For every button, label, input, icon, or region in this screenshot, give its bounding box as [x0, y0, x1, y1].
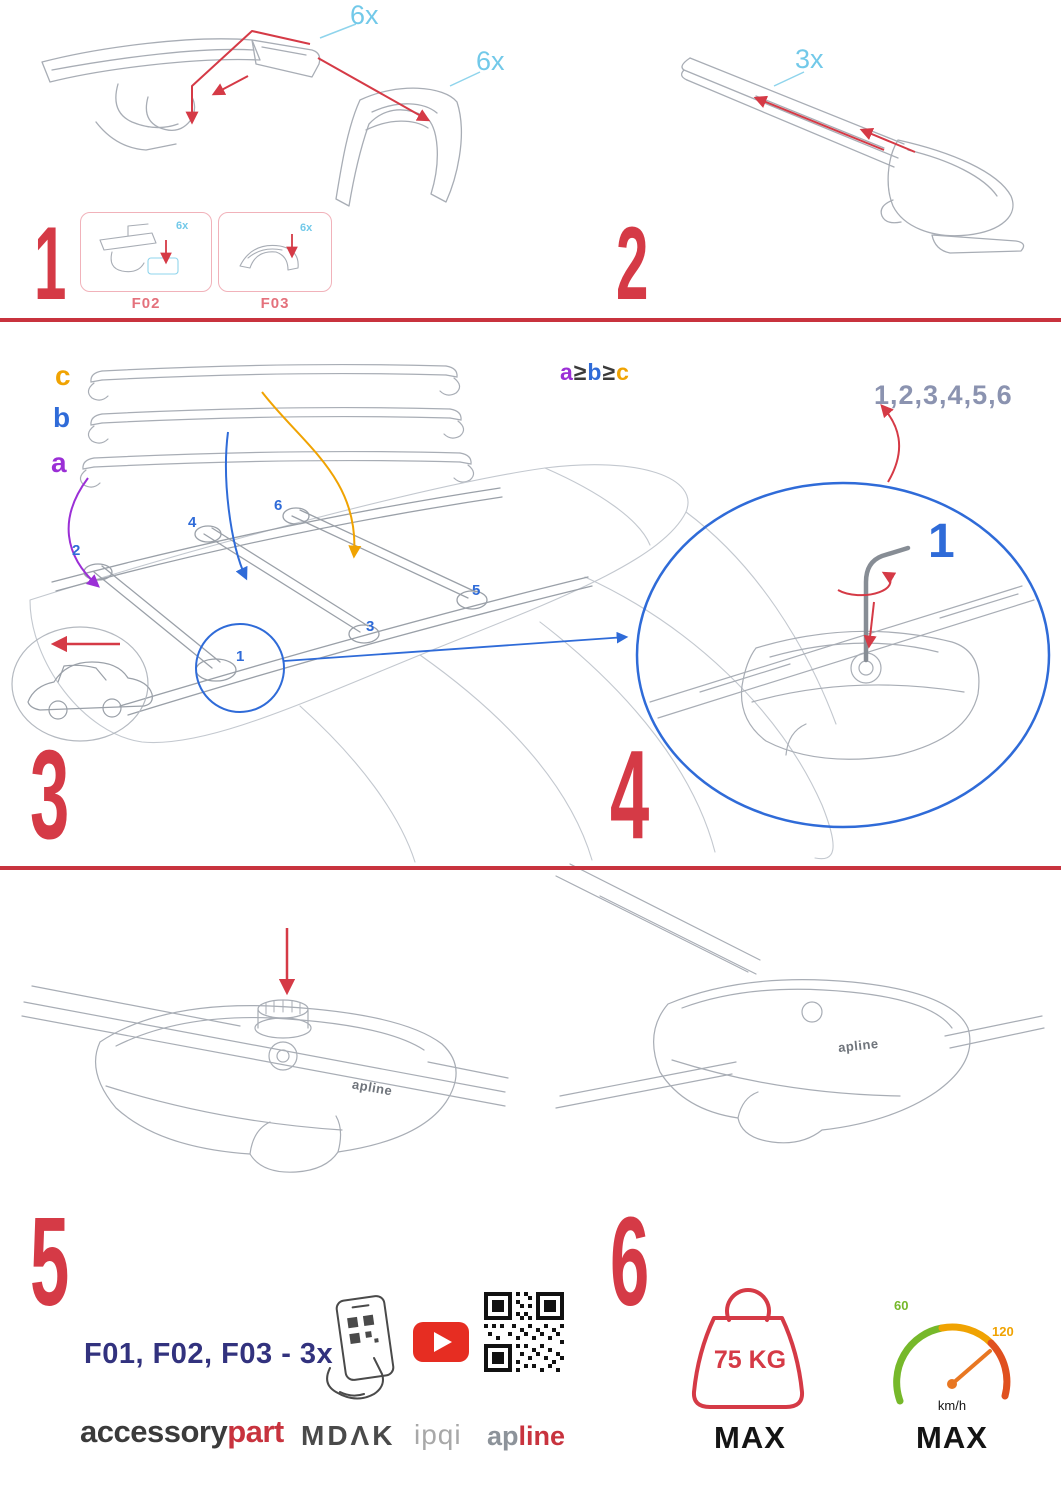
brand-accessorypart: accessorypart [80, 1414, 284, 1450]
roof-position-1: 1 [236, 648, 245, 665]
figure-step4-arrows [837, 404, 901, 649]
max-speed-label: MAX [916, 1420, 988, 1455]
zoom-first-position: 1 [928, 515, 955, 568]
roof-position-4: 4 [188, 514, 197, 531]
brand-mdak: MDΛK [301, 1420, 396, 1451]
tighten-sequence-label: 1,2,3,4,5,6 [874, 380, 1013, 410]
figure-step2-bar [680, 57, 1025, 254]
max-weight-label: MAX [714, 1420, 786, 1455]
youtube-icon [413, 1322, 469, 1362]
step4-number: 4 [610, 724, 649, 865]
f02-part-label: F02 [131, 295, 161, 312]
figure-step1-arrows [185, 30, 431, 125]
roof-position-6: 6 [274, 497, 283, 514]
step2-qty-label: 3x [795, 44, 824, 74]
rule-a: a [560, 359, 574, 385]
rule-b: b [587, 359, 603, 385]
step1-cover-qty-label: 6x [476, 46, 505, 76]
figure-step3-roof [29, 464, 837, 863]
figure-step3-bars [79, 364, 475, 488]
step1-qty-leaders [319, 23, 481, 87]
brand-line-text: line [518, 1421, 566, 1451]
allen-key [863, 545, 911, 663]
part-box-f02 [80, 212, 212, 292]
section-divider-top [0, 318, 1061, 322]
speed-high-tick: 120 [992, 1324, 1014, 1339]
position1-highlight-circle [195, 623, 285, 713]
section-divider-middle [0, 866, 1061, 870]
figure-step4-zoom [635, 481, 1051, 829]
max-weight-value: 75 KG [713, 1346, 787, 1374]
part-box-f03 [218, 212, 332, 292]
rule-c: c [616, 359, 630, 385]
step2-number: 2 [616, 206, 648, 322]
bar-size-rule: a≥b≥c [560, 359, 630, 386]
bar-a-label: a [51, 447, 67, 478]
f02-qty-label: 6x [176, 220, 189, 232]
roof-position-2: 2 [72, 542, 81, 559]
brand-accessory-text: accessory [80, 1414, 228, 1449]
figure-car-inset [11, 626, 153, 742]
speed-low-tick: 60 [894, 1298, 909, 1313]
step6-number: 6 [610, 1191, 649, 1332]
brand-ipqi: ipqi [414, 1419, 462, 1450]
qr-code-icon [484, 1292, 564, 1372]
figure-step1-mini-arrows [160, 234, 298, 265]
brand-part-text: part [227, 1414, 284, 1449]
speedometer-icon [893, 1323, 1011, 1405]
bar-b-label: b [53, 402, 71, 433]
kit-codes-line: F01, F02, F03 - 3x [84, 1338, 334, 1370]
f03-part-label: F03 [260, 295, 290, 312]
figure-step3-colored-guides [67, 391, 362, 588]
step3-number: 3 [30, 724, 69, 865]
weight-limit-icon [691, 1288, 805, 1409]
figure-step1-exploded [41, 38, 463, 207]
figure-step5-clamp [21, 985, 509, 1173]
bar-c-label: c [55, 360, 71, 391]
step5-number: 5 [30, 1191, 69, 1332]
roof-position-3: 3 [366, 618, 375, 635]
speed-unit-label: km/h [937, 1398, 967, 1413]
phone-scan-icon [326, 1295, 395, 1400]
rule-geq2: ≥ [602, 359, 617, 385]
figure-step3-rails [51, 487, 593, 716]
roof-position-5: 5 [472, 582, 481, 599]
figure-step6-clamp [555, 863, 1045, 1144]
rule-geq1: ≥ [573, 359, 588, 385]
brand-ap-text: ap [487, 1421, 519, 1451]
step2-qty-leader [773, 71, 805, 87]
zoom-connector-arrow [283, 631, 629, 662]
f03-qty-label: 6x [300, 222, 313, 234]
step1-cap-qty-label: 6x [350, 0, 379, 30]
brand-apline: apline [487, 1421, 565, 1452]
step1-number: 1 [34, 206, 66, 322]
figure-step2-arrows [753, 95, 916, 153]
